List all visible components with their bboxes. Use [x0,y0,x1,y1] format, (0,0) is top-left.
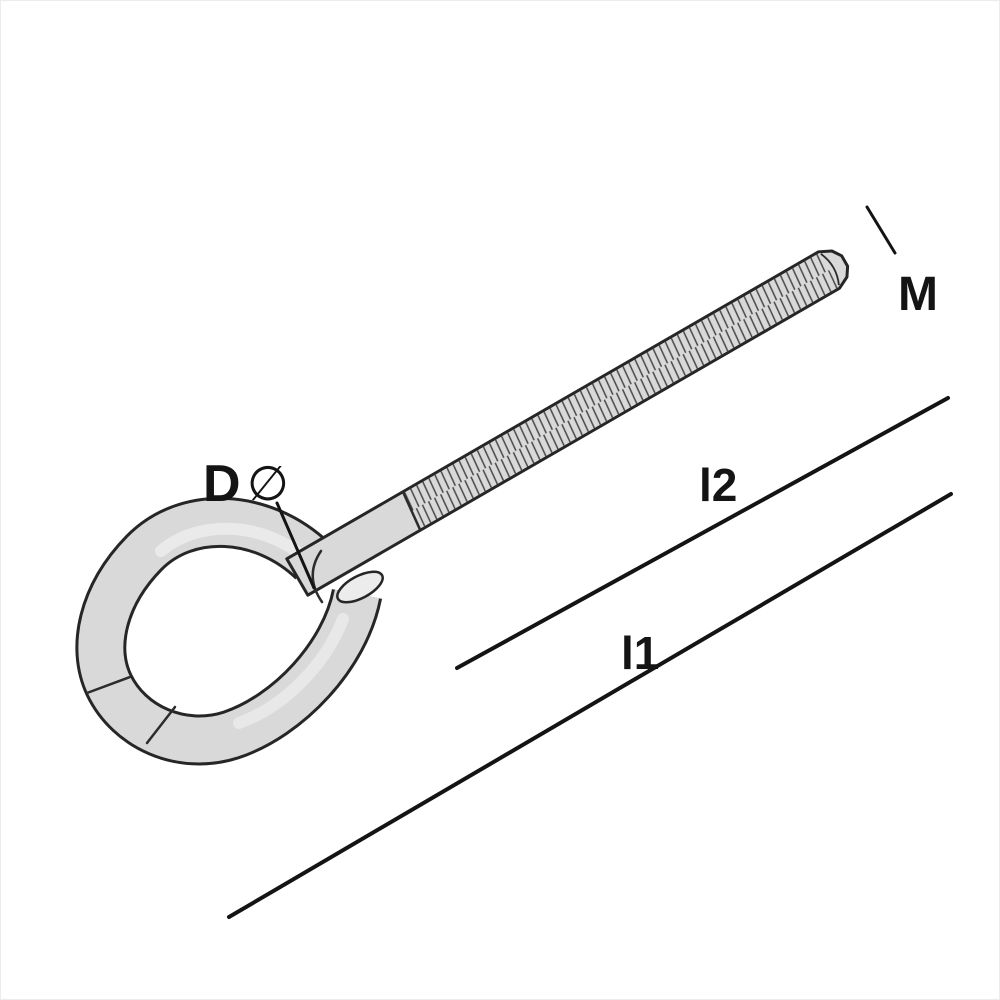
rod-tip-chamfer-line [820,253,840,286]
thread-size-leader-line [865,205,897,255]
eye-ring-highlight-bottom [233,613,349,729]
diameter-symbol: ∅ [247,456,289,512]
total-length-dimension-line [227,492,953,919]
eye-ring-highlight-top [155,522,305,559]
threaded-rod [285,249,850,597]
label-thread-size: M [898,268,938,321]
diameter-leader-line [275,501,316,590]
shank-junction-line [311,549,324,604]
eye-ring [75,496,383,766]
eye-ring-seam-line-1 [85,675,132,695]
thread-start-line [402,492,422,530]
label-thread-length: l2 [699,459,737,511]
eye-ring-seam-line-2 [145,705,177,745]
thread-length-dimension-line [455,396,950,670]
dimension-annotations: M D ∅ l2 l1 [203,205,953,919]
label-diameter-letter: D [203,455,241,513]
label-total-length: l1 [621,627,659,679]
eye-tip-cap [336,570,384,604]
rod-thread-texture [401,253,839,528]
